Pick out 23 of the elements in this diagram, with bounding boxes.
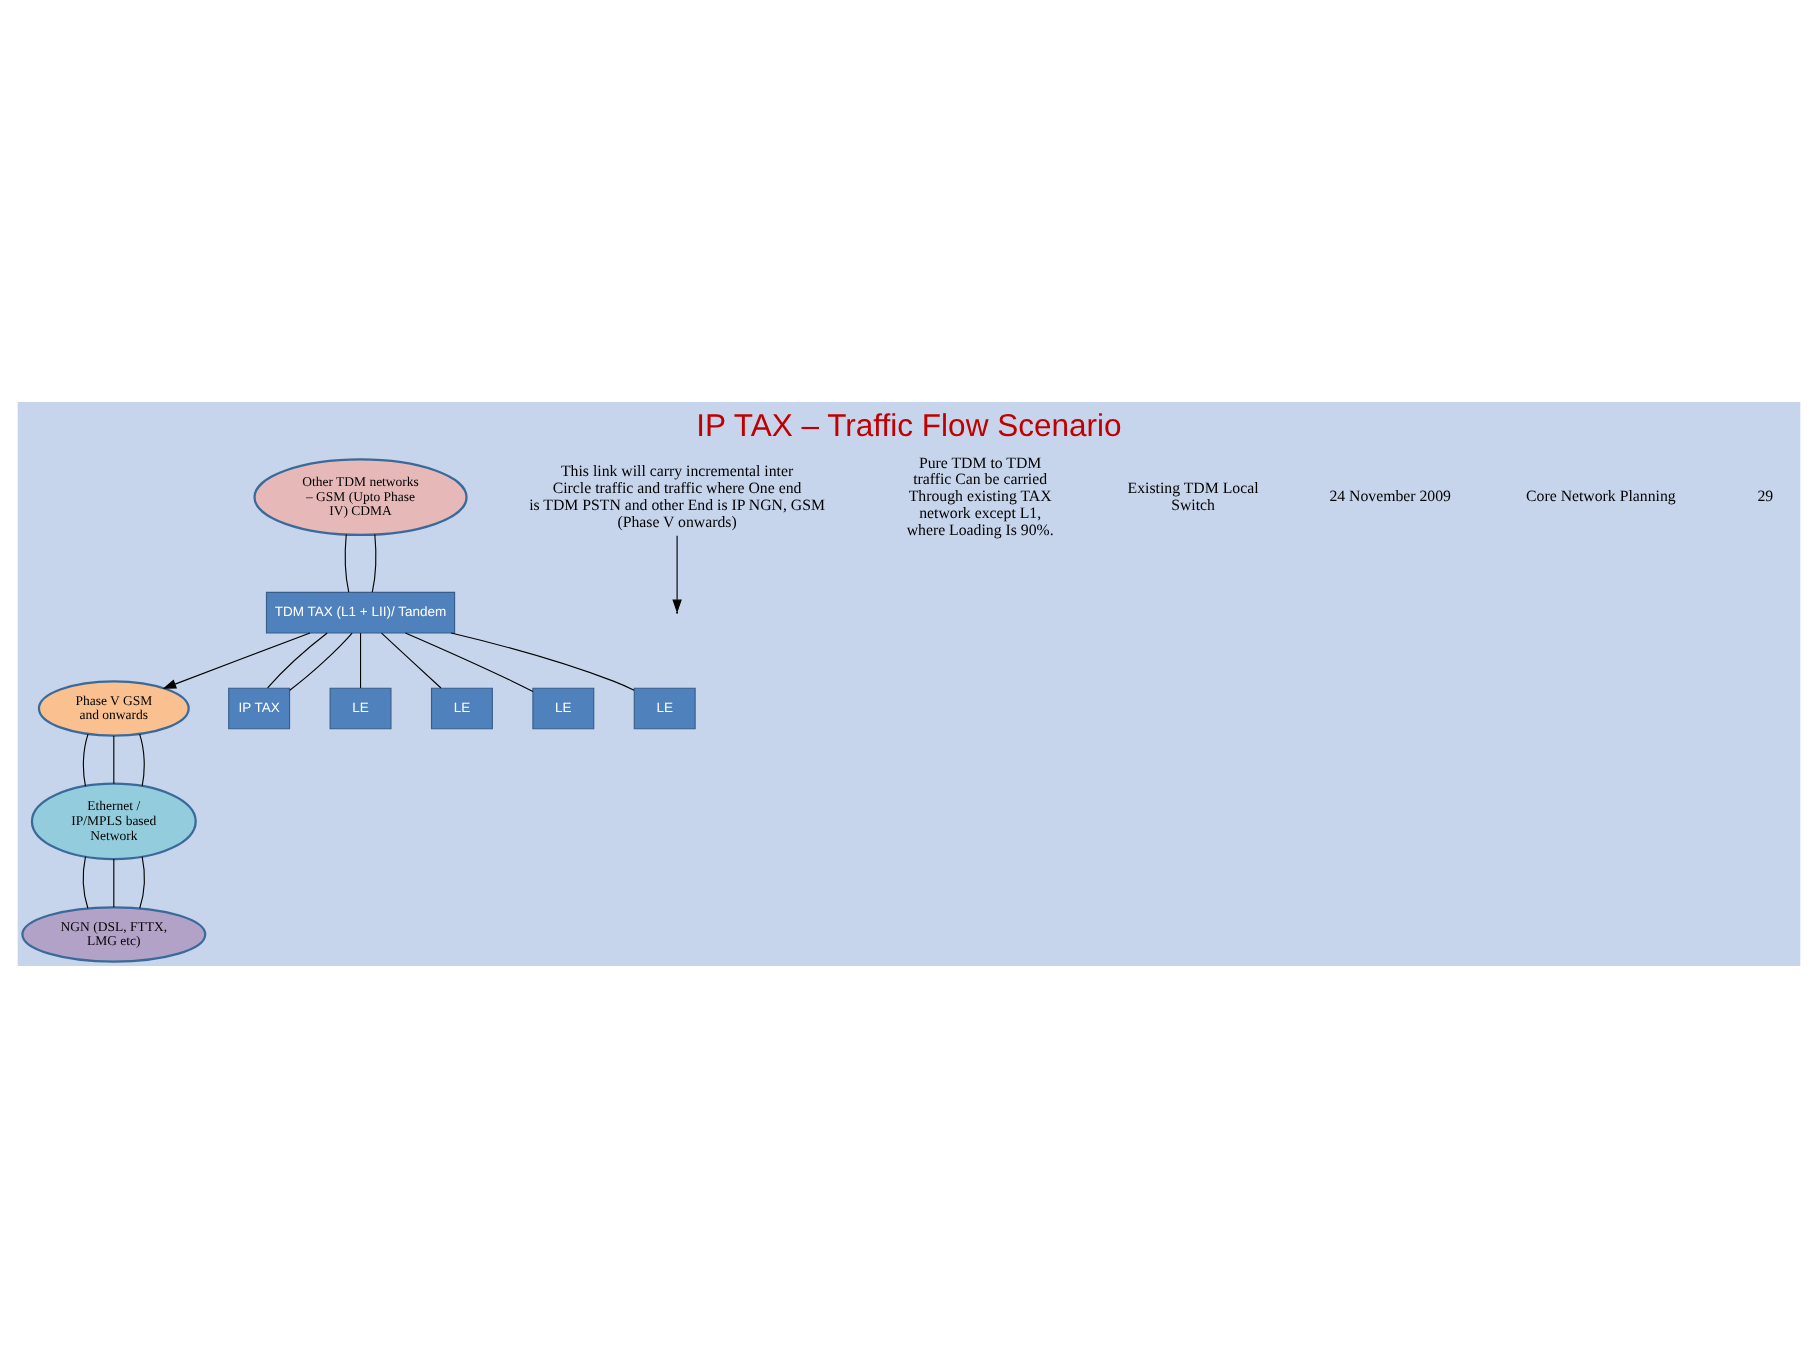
arrow (672, 534, 682, 613)
label: 29 (1757, 486, 1774, 505)
connector (381, 631, 442, 688)
connector (404, 631, 534, 691)
label: 24 November 2009 (1329, 486, 1452, 505)
connector (82, 855, 89, 908)
label: Pure TDM to TDM traffic Can be carried Through existing TAX network except L1, where Loading Is 90%. (906, 452, 1054, 539)
label: Existing TDM Local Switch (1127, 477, 1259, 513)
connector (113, 857, 115, 907)
connector (113, 734, 115, 784)
arrow (162, 631, 311, 688)
connector (450, 631, 635, 690)
connector (359, 631, 362, 688)
diagram-title: IP TAX – Traffic Flow Scenario (696, 409, 1122, 444)
connector (371, 532, 377, 592)
connector (139, 732, 145, 786)
connector (139, 855, 145, 908)
node-text: This link will carry incremental inter Circle traffic and traffic where One end is TDM PSTN and other End is IP NGN, GSM (Phase V onwards) (529, 461, 825, 530)
connector (289, 631, 353, 690)
connector (344, 532, 350, 592)
connector (267, 631, 328, 688)
label: Core Network Planning (1526, 486, 1676, 505)
connector (82, 732, 89, 786)
